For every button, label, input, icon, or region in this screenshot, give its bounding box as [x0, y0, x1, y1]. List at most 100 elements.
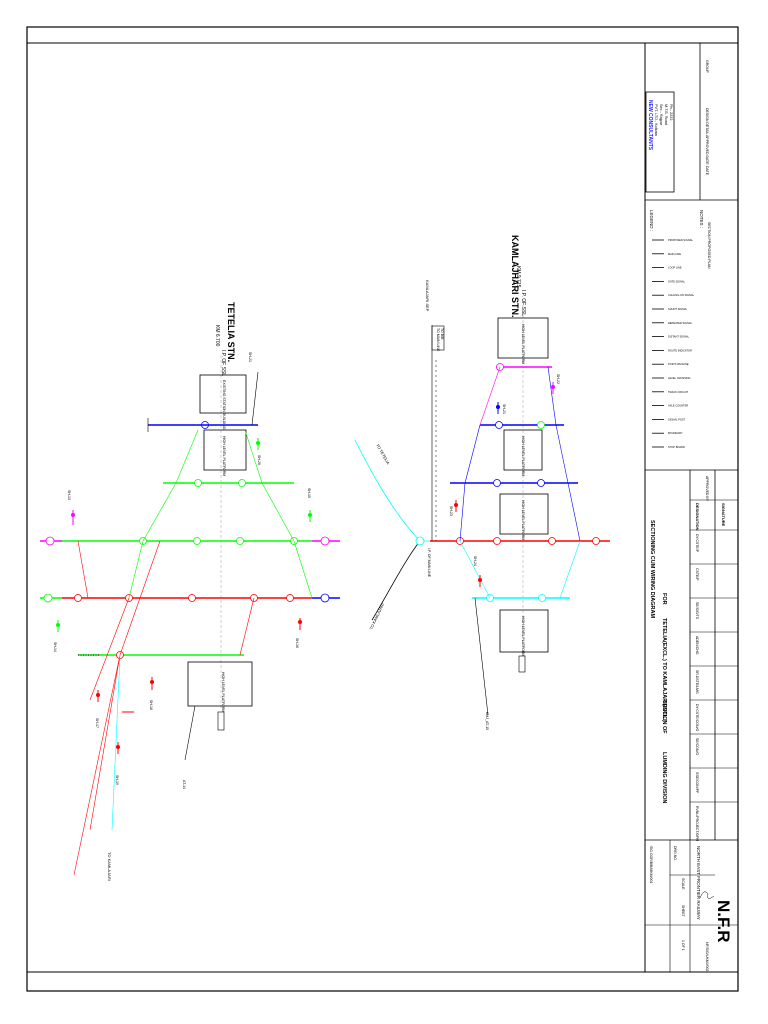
consultant-line-3: M.T.B. Road [664, 104, 668, 125]
left-red-node-5 [286, 594, 294, 602]
right-station-km: KM 9.715 [515, 266, 521, 288]
right-bracket [431, 325, 445, 541]
title-line-4: SECTION OF [661, 700, 667, 734]
left-signal-label-2: SH-15 [307, 488, 311, 498]
right-signals [454, 382, 555, 587]
legend-item-label: LOOP LINE [668, 266, 682, 270]
left-signal-label-7: SH-20 [257, 455, 261, 465]
left-platform-2-label: HIGH LEVEL PLATFORM [221, 672, 225, 712]
designation-label: ADEN/CHG [695, 636, 699, 655]
right-signal-label-3: SH-24 [473, 556, 477, 566]
legend-item-label: PROPOSED SIGNAL [668, 238, 693, 242]
nfr-logo: N.F.R [714, 900, 733, 943]
signature-header: SIGNATURE [721, 503, 726, 527]
left-green-node-4 [193, 537, 201, 545]
left-crossovers [73, 371, 313, 876]
right-platform-2-label: HIGH LEVEL PLATFORM [521, 436, 525, 476]
designation-label: SSE/CON/PF [695, 772, 699, 793]
legend-list: PROPOSED SIGNAL MAIN LINE LOOP LINE GATE SI… [652, 238, 695, 449]
right-gate-label: KMJ_AT-15 [485, 712, 489, 730]
left-signal-label-1: SH-14 [53, 642, 57, 652]
title-line-2: FOR [661, 593, 667, 605]
right-platform-3 [499, 493, 549, 535]
designation-rows: DY.CSTE/PCSTE/PSE/SIG/TSADEN/CHGSR.DSTE/… [690, 529, 738, 841]
right-stop-board [518, 655, 526, 673]
right-side-label: I.P. OF MAIN LINE [427, 548, 431, 578]
right-cyan-node-2 [538, 594, 546, 602]
legend-item-label: STOP BOARD [668, 445, 685, 449]
right-signal-label-0: SH-21 [502, 404, 506, 414]
designation-header: DESIGNATION [695, 503, 700, 531]
legend-item-label: BOUNDARY [668, 431, 683, 435]
right-approach-label-2: TO KAMLAJARI [368, 602, 385, 630]
right-platform-2 [503, 429, 543, 471]
left-station-ip: I.P. OF SSL [220, 350, 226, 376]
left-destination: TO KAMLAJARI [107, 852, 112, 881]
outer-frame [26, 26, 739, 992]
right-platform-1 [497, 317, 549, 359]
right-legend-box-2: TO BIB [440, 328, 444, 340]
left-magenta-node-w [45, 536, 55, 546]
right-blue-node-3 [537, 479, 545, 487]
right-note-top: KAMLAJARI SEP [425, 280, 430, 312]
left-station-building [199, 374, 247, 414]
legend-item-label: GATE SIGNAL [668, 279, 686, 283]
right-approach-curves [354, 439, 430, 621]
rev-header-group: GROUP [705, 60, 709, 74]
designation-label: SE/CON/G [695, 738, 699, 755]
notes-text: SECTION PROPOSED PLAN [707, 222, 711, 269]
right-platform-1-label: HIGH LEVEL PLATFORM [521, 324, 525, 364]
right-junction-node [415, 536, 425, 546]
designation-label: RVNL/PROJECT/DPM [695, 806, 699, 841]
left-blue-node [201, 421, 209, 429]
left-signal-label-3: SH-16 [295, 638, 299, 648]
left-station-km: KM 6.700 [214, 325, 220, 347]
right-red-node-3 [548, 537, 556, 545]
railway-name: NORTH EAST FRONTIER RAILWAY [696, 846, 701, 920]
rev-header-date: DATE [705, 166, 709, 176]
right-red-node-2 [493, 537, 501, 545]
left-signal-label-4: SH-17 [95, 718, 99, 728]
left-red-node-0 [43, 593, 53, 603]
left-building-label: EXISTING STATION BUILDING [222, 380, 226, 430]
left-signal-label-5: SH-18 [149, 700, 153, 710]
left-red-node-3 [188, 594, 196, 602]
left-stop-board [217, 711, 225, 731]
drawing-no-label: DRG.NO. [673, 846, 677, 861]
left-station-name: TETELIA STN. [226, 302, 236, 362]
legend-item-label: SIGNAL POST [668, 417, 686, 421]
legend-item-label: DISTANT SIGNAL [668, 335, 690, 339]
right-crossovers [459, 366, 581, 716]
right-approach-label-1: TO TETELIA [375, 443, 391, 465]
designation-label: CSTE/P [695, 568, 699, 581]
legend-item-label: AXLE COUNTER [668, 404, 688, 408]
consultant-box [645, 91, 675, 193]
designation-label: SE/SIG/TS [695, 602, 699, 620]
right-signal-label-2: SH-23 [449, 506, 453, 516]
title-line-1: SECTIONING CUM WIRING DIAGRAM [649, 520, 655, 618]
left-platform-1-label: HIGH LEVEL PLATFORM [222, 436, 226, 476]
right-station: KAMLAJHARI STN. KM 9.715 I.P. OF SSL KAM… [354, 235, 610, 730]
legend-item-label: REPEATER SIGNAL [668, 321, 693, 325]
title-line-3: TETELIA(EXCL.) TO KAMLAJARI(INCL.) [661, 618, 667, 722]
title-block: NEW CONSULTANTS PVT. LTD., Kolkata Sec.-… [645, 43, 738, 972]
scale-label: SCALE [681, 878, 685, 890]
left-signal-label-6: SH-19 [115, 775, 119, 785]
legend-item-label: MAIN LINE [668, 252, 681, 256]
rev-header-design: DESIGN DETAIL APPROVED DATE [705, 108, 709, 165]
legend-item-label: CALLING-ON SIGNAL [668, 293, 695, 297]
left-platform-2 [187, 661, 253, 707]
left-signals [56, 438, 312, 754]
right-station-name: KAMLAJHARI STN. [510, 235, 520, 318]
left-green-node-5 [236, 537, 244, 545]
right-blue-node-1 [495, 421, 503, 429]
legend-item-label: SHUNT SIGNAL [668, 307, 688, 311]
right-legend-box-1: TO MAIN LINE [436, 328, 440, 352]
right-station-ip: I.P. OF SSL [520, 290, 526, 316]
consultant-line-4: Ph.- 2222 [669, 104, 673, 120]
designation-label: SR.DSTE/LMG [695, 670, 699, 694]
sheet-value: 1 OF 1 [681, 940, 685, 951]
right-platform-4-label: HIGH LEVEL PLATFORM [521, 616, 525, 656]
legend-item-label: LEVEL CROSSING [668, 376, 691, 380]
